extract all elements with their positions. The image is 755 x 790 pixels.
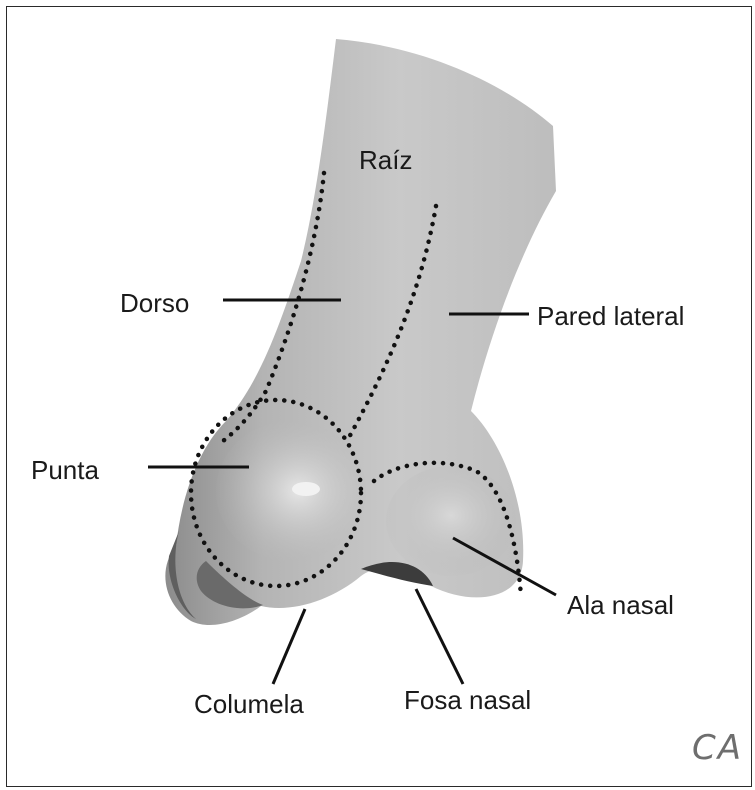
leader-columela (273, 609, 305, 684)
label-punta: Punta (31, 457, 99, 483)
figure-frame: Raíz Dorso Pared lateral Punta Ala nasal… (6, 6, 752, 787)
tip-specular (292, 482, 320, 496)
nose-illustration (7, 7, 752, 787)
label-ala-nasal: Ala nasal (567, 592, 674, 618)
label-pared-lateral: Pared lateral (537, 303, 684, 329)
ala-highlight (386, 466, 516, 576)
label-columela: Columela (194, 691, 304, 717)
label-fosa-nasal: Fosa nasal (404, 687, 531, 713)
signature: CA (692, 731, 743, 765)
label-raiz: Raíz (359, 147, 412, 173)
tip-highlight (216, 421, 366, 561)
leader-fosa-nasal (416, 589, 463, 684)
label-dorso: Dorso (120, 290, 189, 316)
